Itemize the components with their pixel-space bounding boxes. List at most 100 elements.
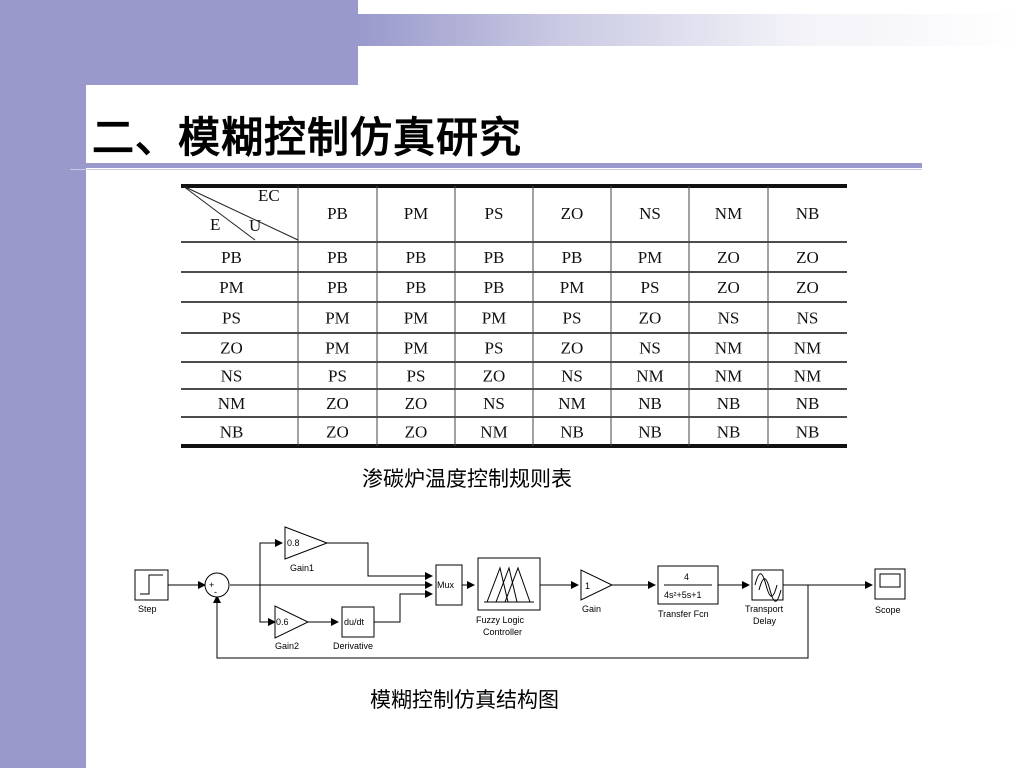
table-cell: PM [560,278,585,297]
simulink-block-diagram: Step + - 0.8 Gain1 0.6 Gain2 du/dt Deriv… [134,526,906,659]
corner-label-e: E [210,215,220,234]
fuzzy-controller-label-line2: Controller [483,627,522,637]
table-cell: NS [718,309,740,328]
row-header: PB [221,248,242,267]
transfer-fcn-numerator: 4 [684,572,689,582]
column-header: ZO [561,204,584,223]
table-caption: 渗碳炉温度控制规则表 [362,467,572,491]
table-cell: PB [327,248,348,267]
signal-lines [168,539,873,659]
table-cell: PB [406,278,427,297]
table-cell: PB [484,248,505,267]
slide-title: 二、模糊控制仿真研究 [92,113,523,162]
table-cell: ZO [326,423,349,442]
table-cell: NB [638,394,662,413]
derivative-block[interactable] [341,606,375,638]
scope-block[interactable] [874,568,906,600]
row-header: PS [222,309,241,328]
table-cell: NB [717,423,741,442]
mux-block[interactable] [435,564,463,606]
table-cell: ZO [796,248,819,267]
table-cell: PM [638,248,663,267]
transport-delay-block[interactable] [751,569,784,602]
derivative-text: du/dt [344,617,365,627]
table-cell: NS [639,339,661,358]
table-cell: NS [561,367,583,386]
table-cell: ZO [717,248,740,267]
column-header: NM [715,204,742,223]
gain-value: 1 [585,581,590,591]
table-cell: PB [562,248,583,267]
row-header: ZO [220,339,243,358]
corner-label-u: U [249,216,261,235]
table-cell: NB [560,423,584,442]
table-cell: NM [794,367,821,386]
table-cell: ZO [717,278,740,297]
table-cell: PM [404,309,429,328]
table-cell: NM [480,423,507,442]
top-gradient-bar [358,14,1024,46]
table-cell: PM [325,339,350,358]
table-cell: ZO [405,394,428,413]
sum-block[interactable] [204,572,230,598]
derivative-label: Derivative [333,641,373,651]
table-cell: NM [715,367,742,386]
table-cell: PS [328,367,347,386]
table-cell: PS [641,278,660,297]
gain-block[interactable] [580,569,614,601]
table-cell: PS [485,339,504,358]
left-decor-band [0,0,86,768]
table-cell: ZO [561,339,584,358]
table-cell: PM [404,339,429,358]
column-header: PM [404,204,429,223]
mux-text: Mux [437,580,455,590]
table-cell: PB [484,278,505,297]
gain1-label: Gain1 [290,563,314,573]
fuzzy-controller-block[interactable] [477,557,541,611]
table-cell: PB [327,278,348,297]
column-header: PS [485,204,504,223]
table-cell: ZO [326,394,349,413]
table-cell: NS [797,309,819,328]
sum-minus-sign: - [214,587,217,597]
transport-delay-label-line1: Transport [745,604,784,614]
diagram-caption: 模糊控制仿真结构图 [370,688,559,712]
table-cell: NB [638,423,662,442]
table-body: PB PB PB PB PB PM ZO ZO PM PB PB PB PM PS ZO ZO PS PM PM PM… [218,248,821,442]
gain2-block[interactable] [274,605,310,639]
gain2-label: Gain2 [275,641,299,651]
transfer-fcn-denominator: 4s²+5s+1 [664,590,702,600]
table-cell: PM [482,309,507,328]
column-header: NS [639,204,661,223]
table-grid-lines [181,184,847,448]
table-cell: ZO [405,423,428,442]
table-cell: ZO [796,278,819,297]
table-cell: PS [563,309,582,328]
table-row: PB PB PB PB PB PM ZO ZO [221,248,819,267]
row-header: NM [218,394,245,413]
step-block[interactable] [134,569,169,601]
gain-label: Gain [582,604,601,614]
transport-delay-label-line2: Delay [753,616,777,626]
top-left-decor-block [86,0,358,85]
row-header: NB [220,423,244,442]
sum-plus-sign: + [209,580,214,590]
step-label: Step [138,604,157,614]
table-cell: ZO [483,367,506,386]
transfer-fcn-label: Transfer Fcn [658,609,709,619]
scope-label: Scope [875,605,901,615]
gain1-value: 0.8 [287,538,300,548]
corner-diagonal-1 [182,185,299,241]
table-cell: NS [483,394,505,413]
table-cell: NB [796,394,820,413]
table-cell: NM [636,367,663,386]
table-cell: PB [406,248,427,267]
gain1-block[interactable] [284,526,329,560]
